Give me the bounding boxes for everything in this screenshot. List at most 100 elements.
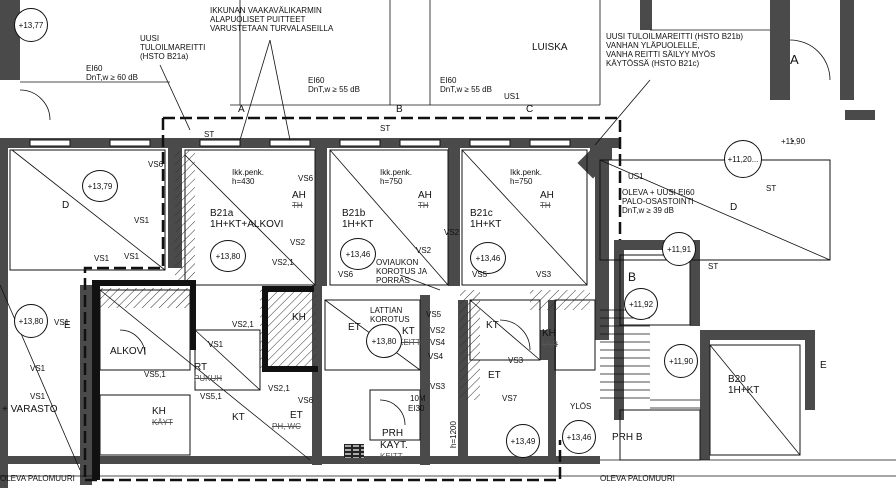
vs-label: VS5,1 [144, 370, 166, 379]
room-outlines [9, 149, 831, 461]
room-kh-1: KH [152, 406, 166, 417]
vs-label: VS5 [426, 310, 442, 319]
vs-label: VS4 [428, 352, 444, 361]
marker-h1200: h=1200 [448, 421, 458, 448]
level-circle: +11,91 [662, 232, 696, 266]
room-alkovi: ALKOVI [110, 346, 147, 357]
marker-st-4: ST [708, 262, 719, 271]
level-circle: +13,80 [366, 324, 402, 358]
new-walls [92, 280, 318, 480]
room-varasto: + VARASTO [2, 404, 58, 415]
street-right: OLEVA PALOMUURI [600, 474, 675, 483]
marker-e-right: E [820, 360, 827, 371]
vs-label: VS6 [298, 174, 314, 183]
room-kh-3: KH [542, 328, 556, 339]
level-circle: +13,79 [82, 170, 118, 202]
room-prh: PRH [382, 428, 404, 439]
b21b-window: Ikk.penk.h=750 [380, 168, 413, 186]
room-keitt: KEITT [380, 452, 403, 461]
vs-label: VS5,1 [200, 392, 222, 401]
level-circle: +13,77 [14, 8, 48, 42]
luiska-label: LUISKA [532, 42, 568, 53]
level-circle: +11,90 [780, 136, 806, 146]
vs-label: VS1 [134, 216, 150, 225]
level-circle: +11,90 [664, 344, 698, 378]
room-diagonals [0, 149, 831, 471]
vs-label: VS1 [30, 364, 46, 373]
room-var: VAR [542, 340, 558, 349]
vent-note-b21b: UUSI TULOILMAREITTI (HSTO B21b)VANHAN YL… [606, 32, 744, 68]
vs-label: VS5 [472, 270, 488, 279]
room-th-1: TH [292, 201, 303, 210]
level-circle: +13,49 [506, 424, 540, 458]
room-ah-1: AH [292, 190, 306, 201]
chimney [344, 444, 364, 458]
level-circle: +13,46 [562, 420, 596, 454]
street-left: OLEVA PALOMUURI [0, 474, 75, 483]
level-circle: +13,80 [14, 304, 48, 338]
room-et-2: ET [348, 322, 361, 333]
fire-compartment-lines [83, 116, 622, 482]
room-kaytava: KÄYT. [380, 440, 408, 451]
vs-label: VS3 [536, 270, 552, 279]
room-pukuh: PUKUH [194, 374, 223, 383]
room-ah-3: AH [540, 190, 554, 201]
vs-label: VS2 [416, 246, 432, 255]
room-kt-old: KEITT [398, 338, 421, 347]
marker-c-top: C [526, 104, 534, 115]
vs-label: VS4 [430, 338, 446, 347]
vs-label: VS2 [290, 238, 306, 247]
marker-b-top: B [396, 104, 403, 115]
marker-d-left: D [62, 200, 70, 211]
vs-label: VS6 [298, 396, 314, 405]
level-circle: +13,46 [340, 238, 376, 270]
leader-lines [159, 39, 651, 291]
vs-label: VS2,1 [232, 320, 254, 329]
b21c-window: Ikk.penk.h=750 [510, 168, 543, 186]
room-et-3: ET [488, 370, 501, 381]
marker-us1-b: US1 [628, 172, 644, 181]
vs-label: VS2 [444, 228, 460, 237]
level-circle: +13,80 [210, 240, 246, 272]
marker-a-right: A [790, 52, 799, 67]
vs-label: VS1 [30, 392, 46, 401]
vs-label: VS1 [208, 340, 224, 349]
marker-ei30: EI30 [408, 404, 425, 413]
marker-d-right: D [730, 202, 738, 213]
room-th-3: TH [540, 201, 551, 210]
room-ah-2: AH [418, 190, 432, 201]
vs-label: VS2,1 [272, 258, 294, 267]
room-prh-b: PRH B [612, 432, 643, 443]
level-circle: +13,46 [470, 242, 506, 274]
room-kt-1: KT [232, 412, 245, 423]
room-rt: RT [194, 362, 208, 373]
marker-a-top: A [238, 104, 245, 115]
vs-label: VS6 [148, 160, 164, 169]
room-ph-wc: PH, WC [272, 422, 301, 431]
marker-st-3: ST [766, 184, 777, 193]
marker-us1-a: US1 [504, 92, 520, 101]
marker-e-left: E [64, 320, 71, 331]
vs-label: VS1 [124, 252, 140, 261]
vs-label: VS6 [338, 270, 354, 279]
vs-label: VS7 [502, 394, 518, 403]
room-kayt-old: KÄYT [152, 418, 173, 427]
vs-label: VS1 [94, 254, 110, 263]
b21a-window: Ikk.penk.h=430 [232, 168, 265, 186]
level-circle: +11,92 [624, 288, 658, 320]
ylos-label: YLÖS [570, 402, 592, 411]
room-kt-3: KT [486, 320, 499, 331]
room-kh-2: KH [292, 312, 306, 323]
marker-st: ST [380, 124, 391, 133]
walls [0, 0, 875, 488]
room-et-1: ET [290, 410, 303, 421]
vs-label: VS1 [54, 318, 70, 327]
